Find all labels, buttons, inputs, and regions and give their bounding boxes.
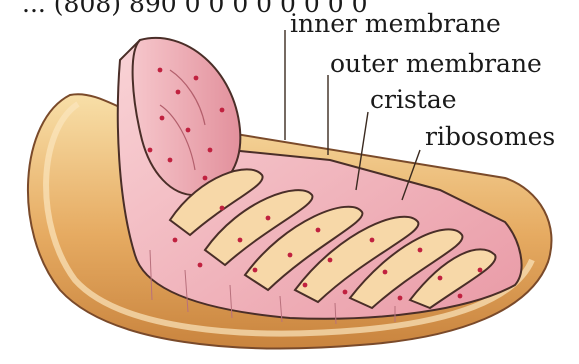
- label-cristae: cristae: [370, 85, 457, 114]
- label-outer-membrane: outer membrane: [330, 49, 542, 78]
- label-ribosomes: ribosomes: [425, 122, 555, 151]
- label-inner-membrane: inner membrane: [290, 9, 501, 38]
